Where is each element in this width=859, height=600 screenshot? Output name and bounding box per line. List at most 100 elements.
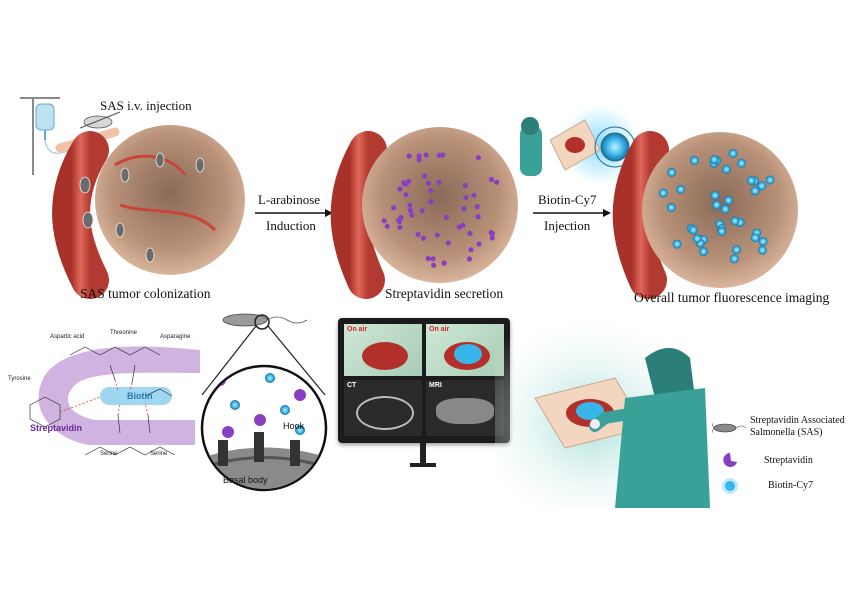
streptavidin-particle [407,202,413,208]
streptavidin-particle [407,207,413,214]
biotin-cy7-particle [710,190,720,200]
mri-label: MRI [429,382,442,389]
streptavidin-particle [463,194,469,201]
streptavidin-particle [431,262,437,268]
streptavidin-icon [723,453,737,467]
residue-aspartic-acid: Aspartic acid [50,334,85,340]
streptavidin-particle [381,218,387,224]
monitor-view-1: On air [344,324,422,376]
streptavidin-particle [428,199,434,205]
biotin-cy7-particle [690,156,700,166]
streptavidin-particle [471,192,477,198]
streptavidin-particle [474,204,480,210]
imaging-monitor: On air On air CT MRI [338,318,510,443]
basal-body-label: Basal body [223,475,268,485]
biotin-cy7-particle [720,204,730,214]
biotin-cy7-particle [732,245,742,255]
biotin-cy7-particle [698,247,708,257]
streptavidin-particle [427,188,434,194]
biotin-cy7-particle [757,245,767,255]
streptavidin-particle [443,214,449,221]
streptavidin-particle [406,153,412,159]
biotin-cy7-particle [729,254,739,264]
on-air-badge-2: On air [429,326,450,333]
streptavidin-particle [441,260,447,266]
biotin-cy7-particle [265,373,275,383]
streptavidin-particle [475,154,482,161]
monitor-base [410,463,436,467]
bacterium-zoom-panel [200,313,328,492]
residue-tyrosine: Tyrosine [8,376,31,382]
hook-label: Hook [283,421,305,431]
biotin-cy7-particle [688,225,698,235]
biotin-cy7-particle [712,200,722,210]
streptavidin-particle [488,176,495,183]
biotin-cy7-particle [765,175,775,185]
arrow1-bottom-label: Induction [266,218,316,233]
legend-label-sas: Streptavidin Associated Salmonella (SAS) [750,415,845,438]
biotin-cy7-particle [757,181,767,191]
ct-scan-view: CT [344,380,422,436]
streptavidin-particle [254,414,266,426]
monitor-view-2: On air [426,324,504,376]
streptavidin-particle [436,179,442,186]
streptavidin-particle [445,240,452,246]
streptavidin-particle [494,179,500,185]
biotin-cy7-particle [750,186,760,196]
streptavidin-particle [476,241,482,247]
mri-scan-view: MRI [426,380,504,436]
arrow2-top-label: Biotin-Cy7 [538,192,597,207]
stage-3-caption: Overall tumor fluorescence imaging [634,290,830,305]
streptavidin-particle [406,178,412,184]
streptavidin-particle [409,212,415,218]
streptavidin-particle [489,231,495,237]
biotin-cy7-particle [758,236,768,246]
streptavidin-particle [415,231,421,238]
streptavidin-particle [436,152,442,158]
streptavidin-particle [416,157,422,163]
top-illustration [20,97,798,299]
streptavidin-particle [430,256,436,262]
biotin-cy7-particle [692,234,702,244]
biotin-cy7-particle [672,239,682,249]
biotin-cy7-particle [658,188,668,198]
biotin-cy7-particle [750,233,760,243]
streptavidin-particle [475,214,481,220]
residue-threonine: Threonine [110,330,138,336]
biotin-cy7-particle [728,149,738,159]
streptavidin-particle [425,180,431,186]
stage-1-scene [52,125,245,299]
arrow2-bottom-label: Injection [544,218,591,233]
biotin-ligand-label: Biotin [127,391,153,401]
streptavidin-particle [384,223,390,229]
streptavidin-particle [222,426,234,438]
residue-asparagine: Asparagine [160,334,191,340]
monitor-stand [420,443,426,465]
biotin-cy7-particle [730,216,740,226]
streptavidin-particle [398,214,404,221]
streptavidin-particle [466,256,473,262]
legend: Streptavidin Associated Salmonella (SAS)… [712,415,857,505]
streptavidin-particle [401,180,407,186]
stage-3-scene [612,131,798,299]
streptavidin-particle [391,205,397,211]
biotin-cy7-particle [230,400,240,410]
streptavidin-particle [397,224,403,230]
streptavidin-particle [397,186,403,192]
residue-serine-1: Serine [100,451,118,457]
biotin-cy7-particle [709,155,719,165]
stage-2-caption: Streptavidin secretion [385,286,504,301]
streptavidin-particle [419,208,425,214]
on-air-badge-1: On air [347,326,368,333]
biotin-cy7-particle [746,176,756,186]
biotin-cy7-particle [676,184,686,194]
streptavidin-particle [489,235,495,241]
biotin-cy7-particle [280,405,290,415]
biotin-cy7-particle [721,164,731,174]
streptavidin-particle [396,218,403,225]
ct-label: CT [347,382,357,389]
streptavidin-particle [416,153,422,159]
biotin-cy7-icon [722,478,738,494]
bacterium-icon [712,422,746,434]
biotin-cy7-particle [666,202,676,212]
